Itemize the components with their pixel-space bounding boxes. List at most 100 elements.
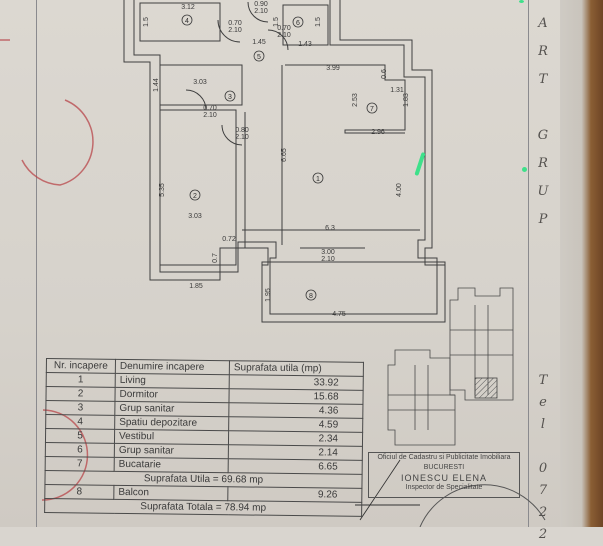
room-nr: 2 [45, 386, 116, 402]
balcony-walls [261, 261, 446, 323]
letter: l [540, 417, 546, 432]
dim-label: 3.99 [326, 65, 340, 72]
dim-label: 2.10 [321, 256, 335, 263]
dim-label: 3.12 [181, 4, 195, 11]
room-name: Living [115, 373, 230, 389]
dim-label: 2.10 [203, 112, 217, 119]
room-name: Dormitor [114, 387, 230, 403]
dim-label: 0.70 [203, 105, 217, 112]
floor-plan: 4 6 5 3 7 2 1 8 3.12 0.70 2.10 0.90 2.10… [0, 0, 546, 527]
dim-label: 1.95 [265, 288, 272, 302]
dim-label: 2.53 [352, 93, 359, 107]
room-nr: 7 [45, 456, 115, 472]
kitchen-walls [285, 64, 406, 134]
letter: T [538, 373, 548, 388]
dim-label: 1.45 [252, 39, 266, 46]
letter: A [538, 16, 548, 31]
inner-wall [133, 0, 438, 315]
right-margin-line [528, 0, 529, 527]
dim-label: 0.72 [222, 236, 236, 243]
stamp-name: IONESCU ELENA [400, 473, 488, 483]
stamp-city: BUCURESTI [423, 464, 465, 471]
dim-label: 0.7 [212, 253, 219, 263]
room-name: Spatiu depozitare [114, 415, 229, 431]
dim-label: 2.10 [277, 32, 291, 39]
door-arc [221, 124, 243, 146]
letter: R [538, 44, 548, 59]
letter: e [539, 395, 547, 410]
room-name: Bucatarie [114, 457, 229, 473]
room-nr: 8 [44, 484, 114, 500]
dim-label: 1.31 [390, 87, 404, 94]
dim-label: 2.10 [235, 134, 249, 141]
dim-label: 6.65 [281, 148, 288, 162]
dim-label: 1.5 [143, 17, 150, 27]
left-margin-line [36, 0, 37, 527]
dim-label: 2.10 [228, 27, 242, 34]
dim-label: 0.6 [381, 69, 388, 79]
room-name: Balcon [113, 485, 228, 501]
header-name: Denumire incapere [115, 359, 230, 375]
room-3-walls [160, 64, 243, 106]
room-nr: 4 [45, 414, 115, 430]
letter: P [538, 212, 548, 227]
letter: U [537, 184, 549, 199]
apartment-highlight [474, 377, 498, 399]
door-arc [247, 1, 269, 23]
desk-background [560, 0, 603, 527]
letter: 0 [538, 461, 548, 476]
dim-label: 1.5 [315, 17, 322, 27]
dim-label: 1.83 [403, 93, 410, 107]
dim-label: 1.44 [153, 78, 160, 92]
door-arc [267, 29, 289, 51]
room-2-label: 2 [193, 193, 197, 200]
cadastre-stamp: Oficiul de Cadastru si Publicitate Imobi… [368, 452, 520, 498]
room-5-label: 5 [257, 54, 261, 61]
notary-stamp [41, 409, 89, 501]
dim-label: 2.10 [254, 8, 268, 15]
dim-label: 3.03 [193, 79, 207, 86]
room-nr: 6 [45, 442, 115, 458]
green-dot [522, 167, 527, 172]
letter: R [538, 156, 548, 171]
room-1-label: 1 [316, 176, 320, 183]
signature [355, 459, 420, 521]
room-name: Grup sanitar [114, 401, 229, 417]
room-8-label: 8 [309, 293, 313, 300]
room-nr: 1 [46, 372, 116, 388]
room-name: Vestibul [114, 429, 229, 445]
room-2-walls [159, 109, 237, 266]
room-7-label: 7 [370, 106, 374, 113]
dim-label: 3.00 [321, 249, 335, 256]
dim-label: 4.75 [332, 311, 346, 318]
dim-label: 0.70 [228, 20, 242, 27]
dim-label: 0.70 [277, 25, 291, 32]
header-nr: Nr. incapere [46, 358, 116, 374]
dim-label: 0.90 [254, 1, 268, 8]
door-arc [217, 19, 241, 43]
dim-label: 5.35 [159, 183, 166, 197]
dim-label: 2.96 [371, 129, 385, 136]
letter: 7 [538, 483, 548, 498]
dim-label: 4.00 [396, 183, 403, 197]
dim-label: 1.5 [273, 17, 280, 27]
room-3-label: 3 [228, 94, 232, 101]
official-stamp [419, 484, 546, 527]
dim-label: 1.85 [189, 283, 203, 290]
green-dot [519, 0, 524, 3]
art-grup-text: A R T G R U P [535, 10, 551, 234]
room-name: Grup sanitar [114, 443, 229, 459]
document-page [0, 0, 560, 527]
dim-label: 0.80 [235, 127, 249, 134]
building-location-plan [387, 287, 514, 446]
room-6-walls [282, 4, 329, 46]
room-4-label: 4 [185, 18, 189, 25]
dim-label: 3.03 [188, 213, 202, 220]
dim-label: 6.3 [325, 225, 335, 232]
room-nr: 3 [45, 400, 115, 416]
notary-stamp [21, 99, 94, 186]
dim-label: 1.43 [298, 41, 312, 48]
letter: T [538, 72, 548, 87]
stamp-role: Inspector de Specialitate [405, 484, 483, 491]
room-6-label: 6 [296, 20, 300, 27]
